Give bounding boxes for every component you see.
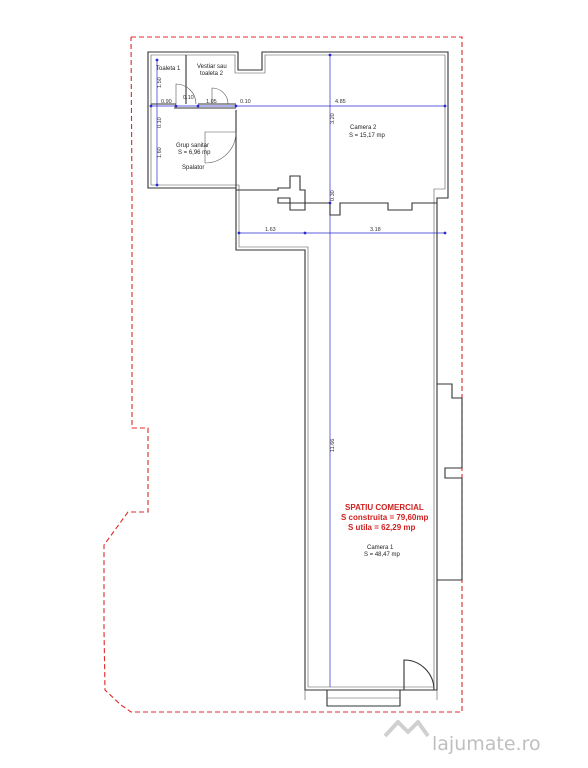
suprafata-construita: S construita = 79,60mp bbox=[341, 513, 428, 522]
room-camera-2-area: S = 15,17 mp bbox=[349, 133, 386, 139]
dimension-lines bbox=[149, 53, 447, 687]
watermark-logo bbox=[383, 720, 430, 738]
dim-1-60: 1.60 bbox=[157, 147, 163, 158]
room-spalator: Spalator bbox=[182, 165, 204, 171]
room-vestiar-line2: toaleta 2 bbox=[200, 71, 224, 77]
room-vestiar-line1: Vestiar sau bbox=[197, 64, 227, 70]
spatiu-comercial-title: SPATIU COMERCIAL bbox=[345, 503, 424, 512]
room-grup-sanitar: Grup sanitar bbox=[176, 143, 209, 149]
building-walls bbox=[147, 51, 463, 707]
room-camera-1: Camera 1 bbox=[367, 545, 394, 551]
dim-1-50: 1.50 bbox=[157, 77, 163, 88]
dim-0-10-a: 0.10 bbox=[183, 95, 194, 101]
suprafata-utila: S utila = 62,29 mp bbox=[348, 523, 415, 532]
property-boundary bbox=[103, 36, 463, 713]
dim-3-20: 3.20 bbox=[330, 113, 336, 124]
watermark-text: lajumate.ro bbox=[432, 733, 541, 755]
dim-0-90: 0.90 bbox=[161, 99, 172, 105]
dim-11-66: 11.66 bbox=[330, 439, 336, 452]
dim-3-18: 3.18 bbox=[370, 227, 381, 233]
dim-4-85: 4.85 bbox=[335, 99, 346, 105]
dim-0-10-c: 0.10 bbox=[157, 117, 163, 128]
room-camera-1-area: S = 48,47 mp bbox=[364, 552, 401, 558]
dim-1-05: 1.05 bbox=[206, 99, 217, 105]
room-toaleta-1: Toaleta 1 bbox=[156, 66, 181, 72]
dim-0-30: 0.30 bbox=[330, 190, 336, 201]
room-camera-2: Camera 2 bbox=[350, 125, 377, 131]
dim-1-63: 1.63 bbox=[265, 227, 276, 233]
room-grup-sanitar-area: S = 6,96 mp bbox=[178, 150, 211, 156]
dim-0-10-b: 0.10 bbox=[240, 99, 251, 105]
